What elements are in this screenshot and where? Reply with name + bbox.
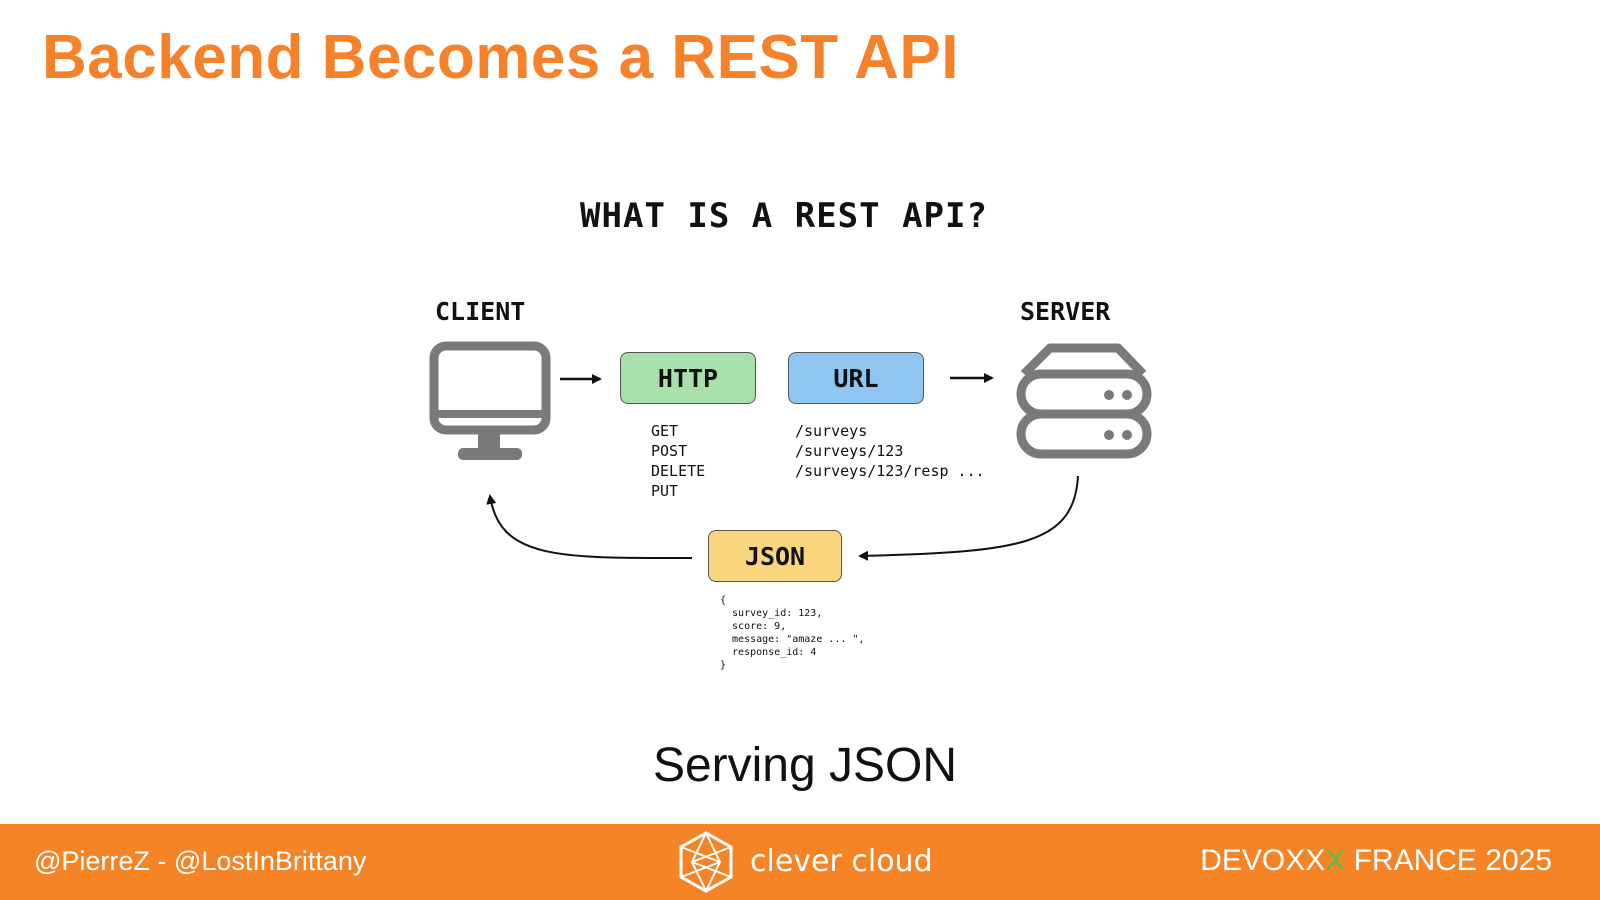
speaker-handles: @PierreZ - @LostInBrittany [34, 846, 367, 876]
http-methods-list: GET POST DELETE PUT [651, 421, 705, 501]
server-icon [1016, 343, 1152, 459]
slide-title: Backend Becomes a REST API [42, 23, 959, 92]
conference-x: X [1325, 844, 1346, 877]
url-path: /surveys [795, 422, 868, 440]
json-box: JSON [708, 530, 842, 582]
conference-name: DEVOXXX FRANCE 2025 [1200, 844, 1552, 878]
http-method: DELETE [651, 462, 706, 480]
client-label: CLIENT [435, 297, 526, 326]
arrow-server-to-json [858, 475, 1079, 561]
json-line: } [720, 660, 727, 671]
http-method: GET [651, 422, 679, 440]
brand-name: clever cloud [750, 844, 933, 879]
monitor-icon [429, 341, 551, 460]
arrow-json-to-client [486, 494, 693, 560]
json-line: response_id: 4 [720, 647, 817, 658]
footer-bar: @PierreZ - @LostInBrittany clever cloud … [0, 824, 1600, 900]
json-line: score: 9, [720, 621, 787, 632]
url-list: /surveys /surveys/123 /surveys/123/resp … [795, 421, 985, 481]
clever-cloud-logo-icon [679, 831, 733, 893]
url-path: /surveys/123 [795, 442, 904, 460]
slide-subtitle: Serving JSON [652, 739, 958, 792]
conference-suffix: FRANCE 2025 [1345, 844, 1552, 877]
http-box: HTTP [620, 352, 756, 404]
conference-prefix: DEVOXX [1200, 844, 1326, 877]
http-method: PUT [651, 482, 679, 500]
server-label: SERVER [1020, 297, 1111, 326]
diagram-title: WHAT IS A REST API? [580, 196, 988, 236]
url-path: /surveys/123/resp ... [795, 462, 985, 480]
json-example: { survey_id: 123, score: 9, message: "am… [720, 594, 865, 672]
json-line: survey_id: 123, [720, 608, 823, 619]
url-box: URL [788, 352, 924, 404]
json-line: message: "amaze ... ", [720, 634, 865, 645]
json-line: { [720, 595, 727, 606]
http-method: POST [651, 442, 688, 460]
